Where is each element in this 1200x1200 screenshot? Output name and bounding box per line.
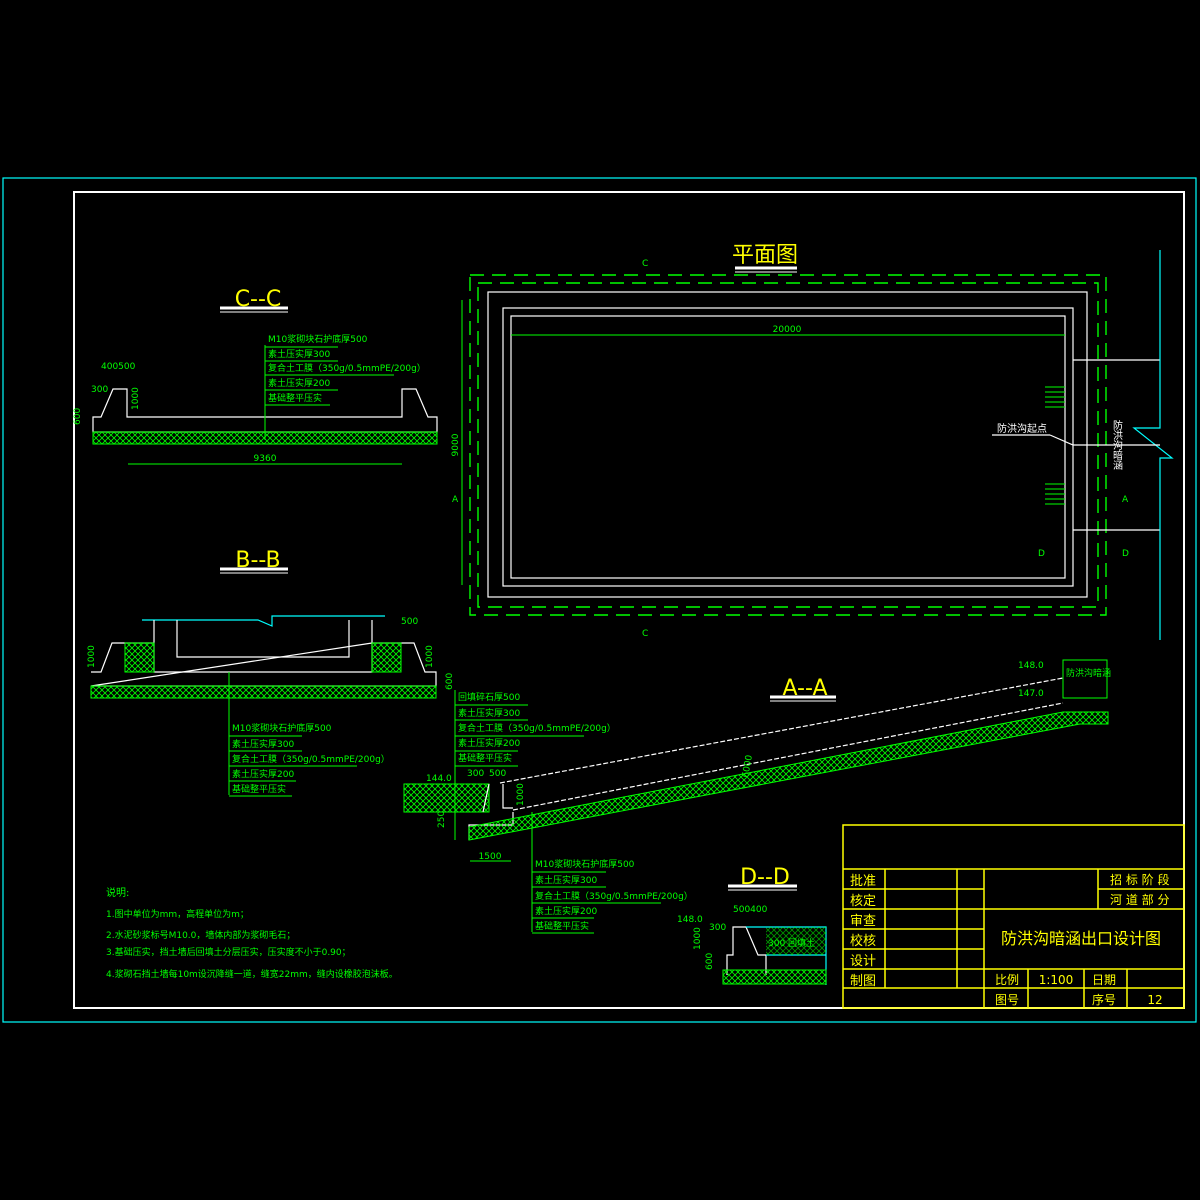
cc-dim-top: 400500 — [101, 362, 136, 372]
aa-top-layer-labels: 回填碎石厚500 素土压实厚300 复合土工膜（350g/0.5mmPE/200… — [458, 691, 616, 764]
bb-dim-600: 600 — [445, 673, 455, 690]
drawing-frame — [73, 191, 1185, 1009]
bb-dim-500: 500 — [401, 617, 418, 627]
note-item: 1.图中单位为mm，高程单位为m； — [106, 908, 249, 920]
dim-length: 20000 — [773, 325, 802, 335]
svg-text:M10浆砌块石护底厚500: M10浆砌块石护底厚500 — [268, 333, 368, 345]
aa-dim-1000: 1000 — [516, 783, 526, 806]
outer-border — [2, 177, 1197, 1023]
svg-text:复合土工膜（350g/0.5mmPE/200g）: 复合土工膜（350g/0.5mmPE/200g） — [232, 753, 390, 765]
aa-dim-1500: 1500 — [479, 852, 502, 862]
dd-dim-top: 500400 — [733, 905, 768, 915]
svg-text:M10浆砌块石护底厚500: M10浆砌块石护底厚500 — [535, 858, 635, 870]
cc-dim-1000: 1000 — [131, 387, 141, 410]
svg-text:素土压实厚200: 素土压实厚200 — [535, 905, 597, 917]
role-check: 校核 — [850, 933, 876, 949]
aa-elev-144: 144.0 — [426, 774, 452, 784]
note-item: 2.水泥砂浆标号M10.0，墙体内部为浆砌毛石； — [106, 929, 295, 941]
section-aa: A--A 防洪沟暗涵 回填碎石厚500 素土压实厚300 复合土工膜（350g/… — [403, 659, 1111, 934]
seq-label: 序号 — [1092, 992, 1116, 1007]
aa-culvert-label: 防洪沟暗涵 — [1066, 667, 1111, 679]
cut-c-top: C — [642, 259, 648, 269]
section-dd: D--D 500400 300 148.0 1000 600 300 回填土 — [677, 865, 827, 985]
svg-text:复合土工膜（350g/0.5mmPE/200g）: 复合土工膜（350g/0.5mmPE/200g） — [268, 362, 426, 374]
svg-text:素土压实厚200: 素土压实厚200 — [232, 768, 294, 780]
svg-text:复合土工膜（350g/0.5mmPE/200g）: 复合土工膜（350g/0.5mmPE/200g） — [535, 890, 693, 902]
cc-layer-labels: M10浆砌块石护底厚500 素土压实厚300 复合土工膜（350g/0.5mmP… — [268, 333, 426, 404]
bb-layer-labels: M10浆砌块石护底厚500 素土压实厚300 复合土工膜（350g/0.5mmP… — [232, 722, 390, 795]
note-item: 4.浆砌石挡土墙每10m设沉降缝一道，缝宽22mm，缝内设橡胶泡沫板。 — [106, 968, 398, 980]
seq-value: 12 — [1147, 993, 1162, 1007]
aa-elev-148: 148.0 — [1018, 661, 1044, 671]
aa-dim-300: 300 — [467, 769, 484, 779]
date-label: 日期 — [1092, 973, 1116, 987]
note-item: 3.基础压实，挡土墙后回填土分层压实，压实度不小于0.90； — [106, 946, 351, 958]
svg-text:M10浆砌块石护底厚500: M10浆砌块石护底厚500 — [232, 722, 332, 734]
dd-backfill-label: 300 回填土 — [768, 937, 815, 949]
aa-dim-250: 250 — [437, 811, 447, 828]
svg-text:素土压实厚300: 素土压实厚300 — [268, 348, 330, 360]
cut-c-bottom: C — [642, 629, 648, 639]
svg-text:素土压实厚200: 素土压实厚200 — [268, 377, 330, 389]
bb-dim-1000-right: 1000 — [425, 645, 435, 668]
bb-dim-1000-left: 1000 — [87, 645, 97, 668]
svg-text:回填碎石厚500: 回填碎石厚500 — [458, 691, 520, 703]
role-design: 设计 — [850, 954, 876, 969]
part-label: 河 道 部 分 — [1110, 892, 1169, 907]
title-block: 批准 核定 审查 校核 设计 制图 招 标 阶 段 河 道 部 分 防洪沟暗涵出… — [842, 824, 1185, 1009]
svg-text:基础整平压实: 基础整平压实 — [535, 920, 589, 932]
cc-dim-span: 9360 — [254, 454, 277, 464]
cc-dim-600: 600 — [73, 408, 83, 425]
svg-text:复合土工膜（350g/0.5mmPE/200g）: 复合土工膜（350g/0.5mmPE/200g） — [458, 722, 616, 734]
svg-text:基础整平压实: 基础整平压实 — [268, 392, 322, 404]
dd-dim-300: 300 — [709, 923, 726, 933]
svg-text:素土压实厚200: 素土压实厚200 — [458, 737, 520, 749]
section-cc: C--C M10浆砌块石护底厚500 素土压实厚300 复合土工膜（350g/0… — [73, 287, 438, 465]
aa-dim-500: 500 — [489, 769, 506, 779]
dd-dim-600: 600 — [705, 953, 715, 970]
role-approve: 批准 — [850, 874, 876, 889]
dd-dim-1000: 1000 — [693, 927, 703, 950]
plan-view: 平面图 20000 9000 防洪沟起点 防洪沟暗涵 A A D D C C — [451, 243, 1174, 640]
drawing-title: 防洪沟暗涵出口设计图 — [1001, 929, 1161, 948]
aa-elev-147: 147.0 — [1018, 689, 1044, 699]
cut-d-right: D — [1122, 549, 1129, 559]
svg-text:素土压实厚300: 素土压实厚300 — [535, 874, 597, 886]
svg-text:基础整平压实: 基础整平压实 — [458, 752, 512, 764]
svg-text:素土压实厚300: 素土压实厚300 — [458, 707, 520, 719]
svg-text:基础整平压实: 基础整平压实 — [232, 783, 286, 795]
role-verify: 核定 — [850, 894, 876, 909]
role-review: 审查 — [850, 914, 876, 929]
svg-text:素土压实厚300: 素土压实厚300 — [232, 738, 294, 750]
plan-title: 平面图 — [732, 243, 798, 268]
notes: 说明: 1.图中单位为mm，高程单位为m； 2.水泥砂浆标号M10.0，墙体内部… — [106, 886, 398, 980]
scale-value: 1:100 — [1039, 973, 1074, 987]
start-point-label: 防洪沟起点 — [997, 422, 1047, 435]
stage-label: 招 标 阶 段 — [1110, 872, 1169, 887]
role-draft: 制图 — [850, 974, 876, 989]
dim-width: 9000 — [451, 433, 461, 456]
section-bb: B--B M10浆砌块石护底厚500 素土压实厚300 复合土工膜（350g/0… — [87, 548, 455, 797]
culvert-label: 防洪沟暗涵 — [1111, 419, 1123, 471]
cut-a-left: A — [452, 495, 459, 505]
cc-dim-300: 300 — [91, 385, 108, 395]
cut-a-right: A — [1122, 495, 1129, 505]
aa-dim-slope: 6000 — [741, 754, 755, 779]
aa-bottom-layer-labels: M10浆砌块石护底厚500 素土压实厚300 复合土工膜（350g/0.5mmP… — [535, 858, 693, 932]
notes-title: 说明: — [106, 886, 129, 899]
dd-elev: 148.0 — [677, 915, 703, 925]
drawing-no-label: 图号 — [995, 993, 1019, 1007]
cut-d-left: D — [1038, 549, 1045, 559]
scale-label: 比例 — [995, 973, 1019, 987]
